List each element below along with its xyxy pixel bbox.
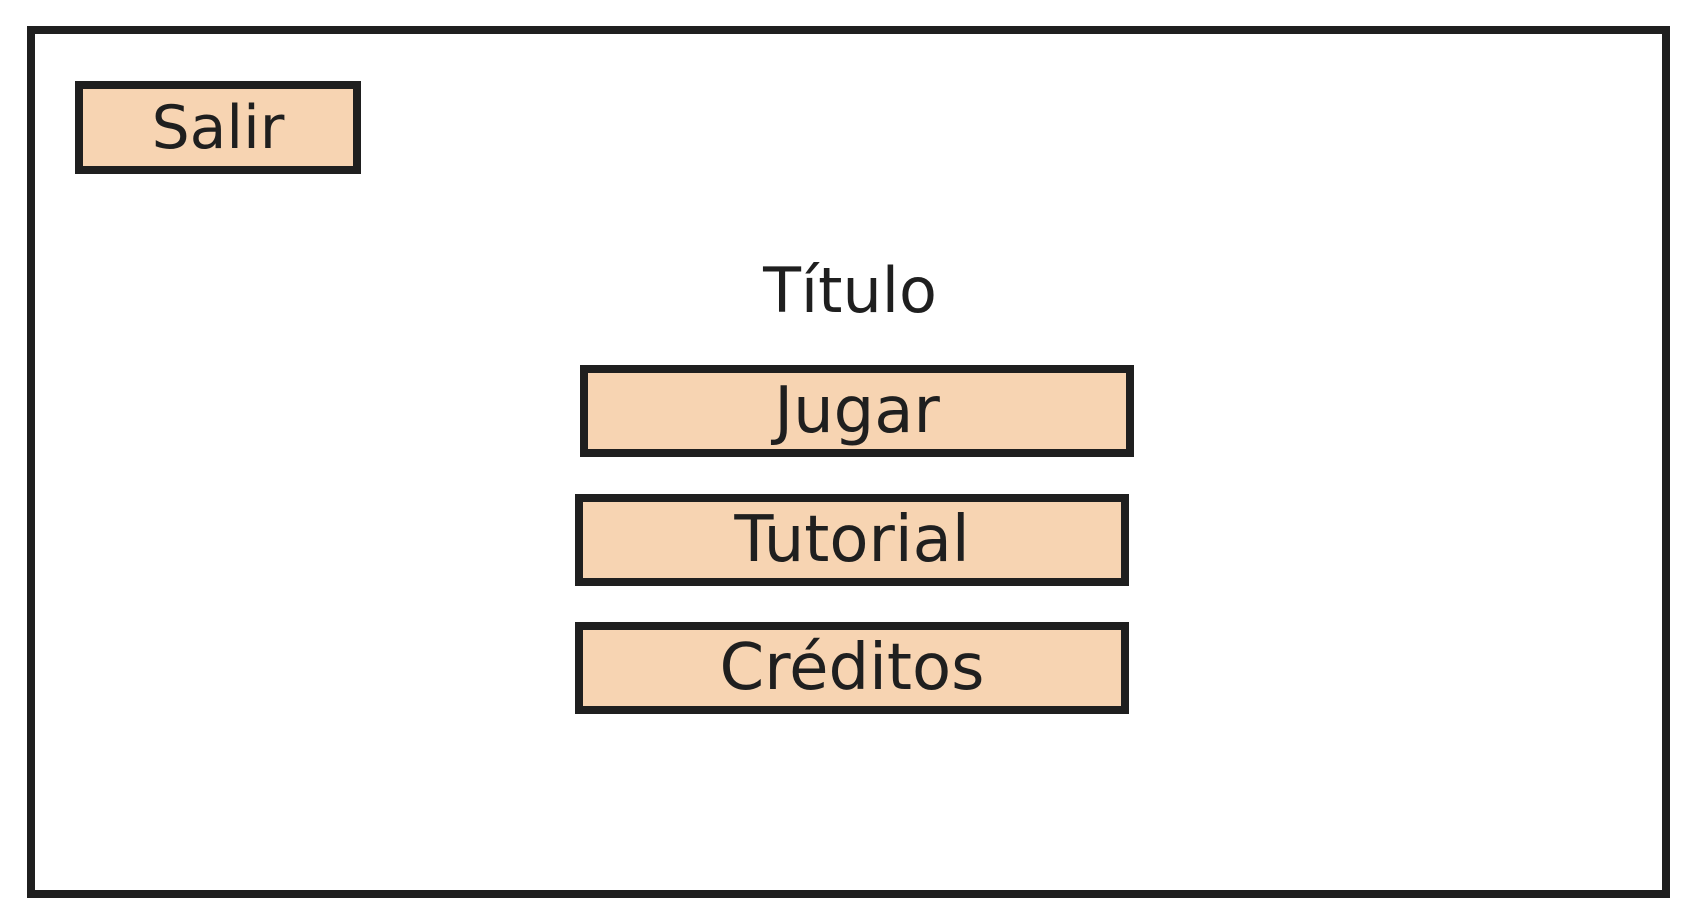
page-title: Título — [763, 254, 937, 327]
tutorial-button[interactable]: Tutorial — [575, 494, 1129, 586]
play-button[interactable]: Jugar — [580, 365, 1134, 457]
credits-button[interactable]: Créditos — [575, 622, 1129, 714]
exit-button[interactable]: Salir — [75, 81, 361, 174]
